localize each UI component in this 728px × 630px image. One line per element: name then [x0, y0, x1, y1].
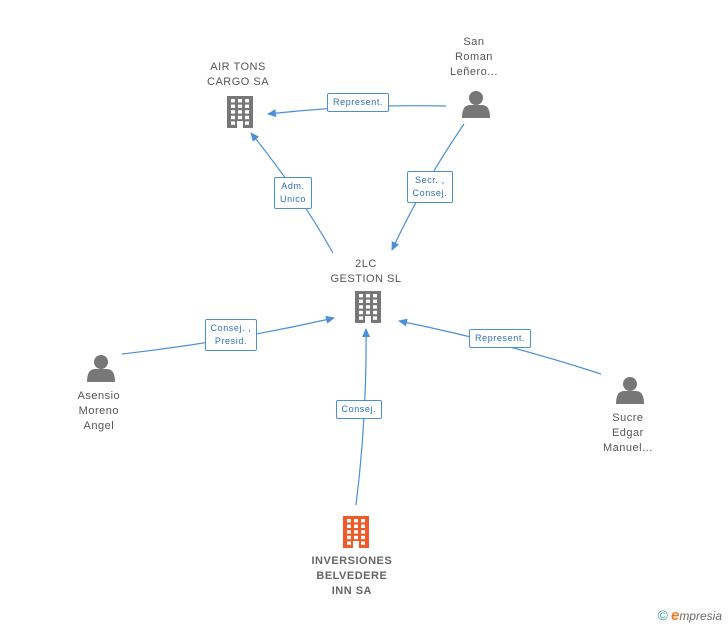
person-icon[interactable] — [462, 91, 490, 118]
node-label-line: Leñero... — [450, 66, 498, 78]
brand-name: mpresia — [679, 609, 722, 623]
node-label-inversiones[interactable]: INVERSIONES BELVEDERE INN SA — [312, 554, 393, 599]
edge-label-sucre-to-2lc[interactable]: Represent. — [469, 328, 532, 348]
edge-label-line: Represent. — [475, 332, 526, 343]
node-label-line: Sucre — [612, 412, 644, 424]
node-label-line: San — [463, 36, 485, 48]
node-label-line: 2LC — [355, 258, 377, 270]
company-building-icon[interactable] — [227, 96, 253, 128]
node-label-line: BELVEDERE — [316, 570, 388, 582]
edge-label-sanroman-to-2lc[interactable]: Secr. , Consej. — [406, 171, 454, 203]
copyright-icon: © — [657, 607, 668, 623]
node-label-line: Manuel... — [603, 442, 653, 454]
edge-label-sanroman-to-airtons[interactable]: Represent. — [327, 92, 390, 112]
node-label-line: Moreno — [78, 405, 119, 417]
node-label-line: Asensio — [77, 390, 121, 402]
edge-label-line: Adm. — [281, 181, 305, 191]
edge-label-line: Represent. — [333, 96, 384, 107]
edge-label-asensio-to-2lc[interactable]: Consej. , Presid. — [204, 319, 258, 351]
node-label-line: INN SA — [331, 585, 372, 597]
edge-label-line: Consej. — [341, 403, 377, 414]
node-label-line: AIR TONS — [210, 61, 266, 73]
node-label-line: GESTION SL — [330, 273, 402, 285]
edge-label-line: Unico — [280, 194, 307, 204]
node-label-2lc[interactable]: 2LC GESTION SL — [331, 257, 402, 287]
edge-label-line: Presid. — [214, 336, 248, 346]
company-building-icon[interactable] — [355, 291, 381, 323]
edge-label-line: Secr. , — [415, 175, 445, 185]
node-label-line: Angel — [83, 420, 115, 432]
node-label-airtons[interactable]: AIR TONS CARGO SA — [207, 60, 269, 90]
edge-label-inversiones-to-2lc[interactable]: Consej. — [335, 399, 383, 419]
node-label-line: Edgar — [611, 427, 644, 439]
person-icon[interactable] — [616, 377, 644, 404]
node-label-line: INVERSIONES — [311, 555, 393, 567]
edge-label-line: Consej. , — [210, 323, 252, 333]
edge-label-line: Consej. — [412, 188, 448, 198]
node-label-line: Roman — [454, 51, 493, 63]
empresia-logo-icon: e — [670, 607, 680, 624]
edge-label-2lc-to-airtons[interactable]: Adm. Unico — [274, 177, 313, 209]
company-building-icon[interactable] — [343, 516, 369, 548]
person-icon[interactable] — [87, 355, 115, 382]
footer-brand: ©empresia — [658, 607, 722, 624]
node-label-line: CARGO SA — [207, 76, 270, 88]
